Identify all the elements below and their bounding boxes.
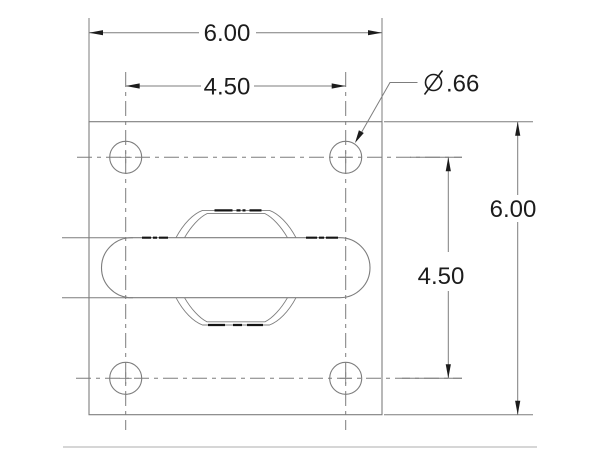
dim-text-hole-spacing-width: 4.50 bbox=[204, 74, 251, 101]
diameter-symbol-slash bbox=[423, 70, 444, 95]
dim-text-overall-width: 6.00 bbox=[204, 20, 251, 47]
diameter-symbol-icon bbox=[423, 70, 444, 95]
bracket-bar bbox=[100, 237, 371, 299]
plate-outline bbox=[88, 121, 383, 416]
dimension-overall-height: 6.00 bbox=[384, 121, 537, 416]
dim-text-overall-height: 6.00 bbox=[490, 196, 537, 223]
arrowhead-bottom bbox=[445, 364, 451, 379]
arrowhead-top bbox=[445, 157, 451, 172]
ring-top-inner-contour bbox=[184, 213, 288, 238]
dim-text-hole-diameter: .66 bbox=[446, 71, 479, 98]
arrowhead-right bbox=[368, 30, 382, 36]
center-mark-bottom-left bbox=[119, 372, 132, 385]
arrowhead-left bbox=[89, 30, 103, 36]
center-mark-top-left bbox=[119, 151, 132, 164]
dimension-hole-spacing-height: 4.50 bbox=[402, 156, 465, 379]
diameter-symbol-circle bbox=[424, 73, 443, 92]
hole-top-right bbox=[329, 140, 363, 174]
center-mark-bottom-right bbox=[339, 372, 352, 385]
hole-diameter-callout: .66 bbox=[355, 70, 479, 143]
leader-arrowhead bbox=[355, 130, 364, 143]
hole-bottom-right bbox=[329, 361, 363, 395]
left-projection-lines bbox=[62, 237, 133, 299]
arrowhead-top bbox=[515, 121, 521, 136]
hole-bottom-left bbox=[109, 361, 143, 395]
leader-line bbox=[359, 82, 418, 136]
dimension-hole-spacing-width: 4.50 bbox=[125, 74, 346, 101]
centerlines bbox=[76, 72, 462, 430]
dimension-overall-width: 6.00 bbox=[88, 18, 383, 122]
dim-text-hole-spacing-height: 4.50 bbox=[418, 263, 465, 290]
ring-bottom-inner-contour bbox=[184, 297, 288, 323]
arrowhead-bottom bbox=[515, 400, 521, 415]
arrowhead-right bbox=[331, 83, 346, 89]
bolt-holes bbox=[109, 140, 363, 395]
hole-top-left bbox=[109, 140, 143, 174]
d-ring-assembly bbox=[100, 209, 371, 327]
arrowhead-left bbox=[125, 83, 140, 89]
center-mark-top-right bbox=[339, 151, 352, 164]
ring-top-outer-contour bbox=[175, 209, 297, 238]
